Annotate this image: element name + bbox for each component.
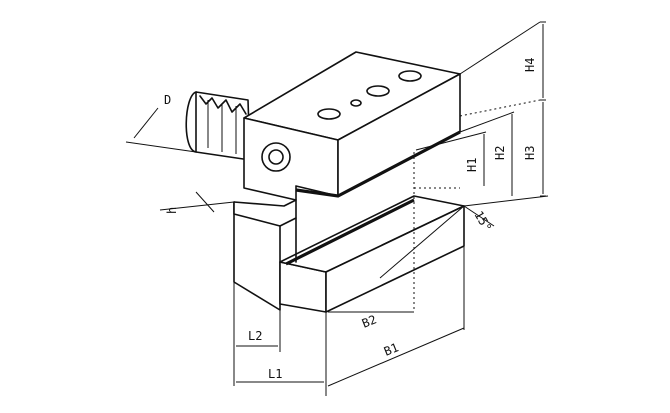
label-B1: B1: [382, 340, 401, 358]
shank: [185, 91, 251, 161]
label-L2: L2: [248, 329, 262, 343]
label-H4: H4: [523, 58, 537, 72]
coolant-port-icon: [261, 142, 291, 172]
hole-icon: [366, 85, 390, 97]
hole-icon: [317, 108, 341, 120]
label-B2: B2: [360, 312, 379, 330]
upper-block: [243, 51, 461, 201]
hole-icon: [350, 99, 362, 107]
label-H2: H2: [493, 146, 507, 160]
label-H1: H1: [465, 158, 479, 172]
hole-icon: [398, 70, 422, 82]
label-H3: H3: [523, 146, 537, 160]
label-D: D: [164, 93, 171, 107]
dimension-lines: [125, 21, 549, 396]
label-15-degree: 15°: [471, 209, 494, 235]
label-L1: L1: [268, 367, 282, 381]
lower-block: [233, 195, 465, 313]
hidden-lines: [413, 99, 541, 312]
label-h: h: [165, 207, 179, 214]
